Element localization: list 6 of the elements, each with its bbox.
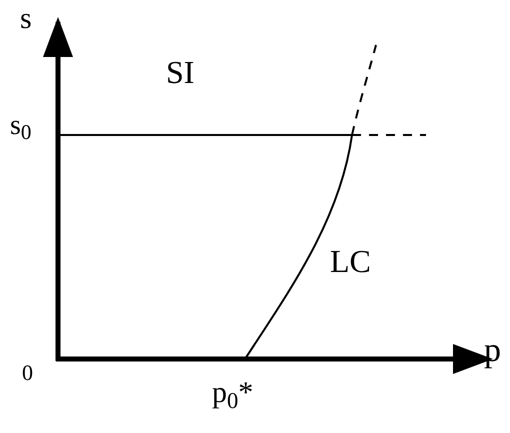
tick-label: s$_{0}$ xyxy=(10,112,32,140)
curve-label: LC xyxy=(330,245,371,277)
tick-label: 0 xyxy=(22,362,33,384)
axis-label: s xyxy=(20,4,32,34)
tick-label: p$_{0}$* xyxy=(212,378,254,408)
region-label: SI xyxy=(166,56,194,88)
